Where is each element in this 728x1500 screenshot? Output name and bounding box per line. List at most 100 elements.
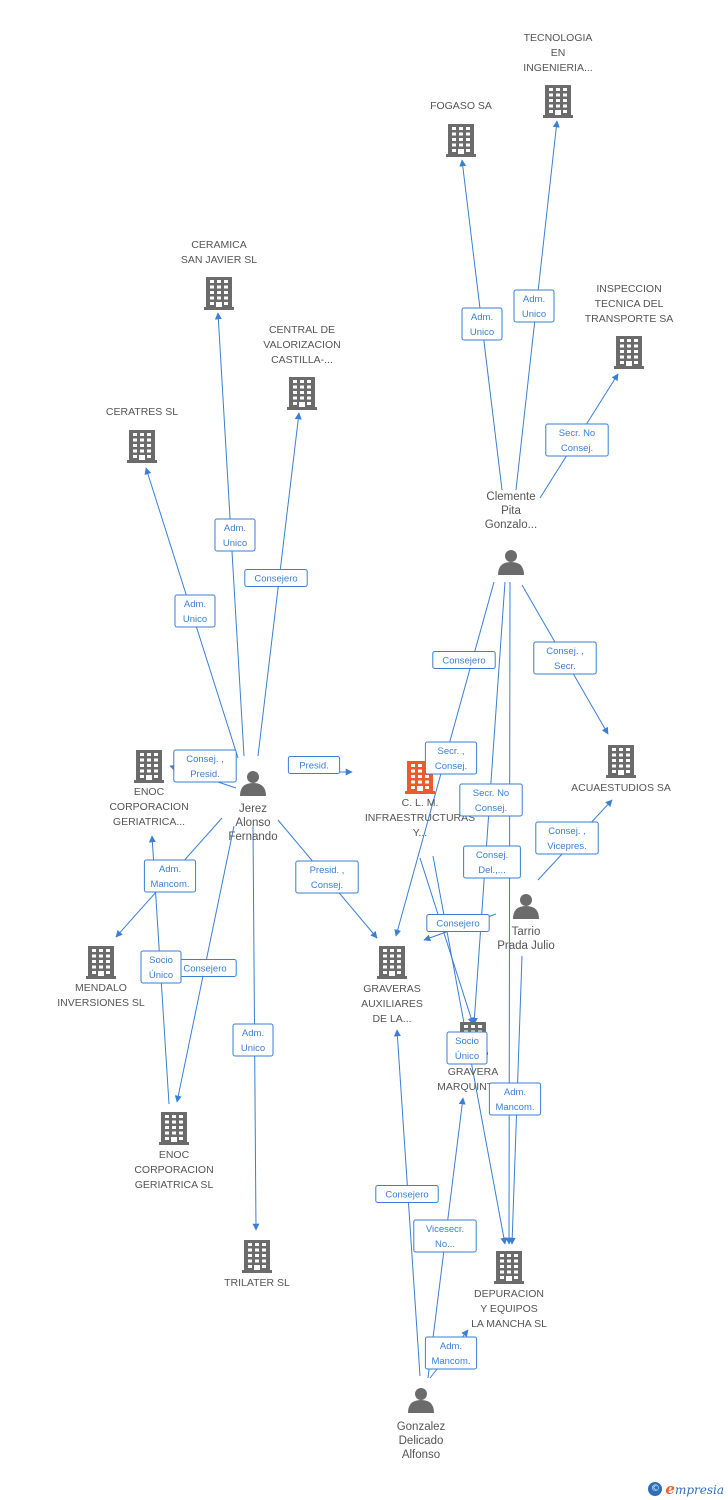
node-central[interactable]: CENTRAL DEVALORIZACIONCASTILLA-... [263,324,341,410]
node-trilater[interactable]: TRILATER SL [224,1240,290,1289]
edge-label-text: Consejero [183,964,226,975]
building-icon [86,946,116,979]
edge-label-box [535,821,599,855]
node-label-tarrio: Tarrio [512,926,541,938]
node-label-enoc1: GERIATRICA... [113,816,185,828]
node-label-enoc1: ENOC [134,786,165,798]
edge-label-jerez-ceramica[interactable]: Adm.Unico [214,518,256,552]
brand-logo[interactable]: empresia [665,1480,724,1498]
edge-label-clemente-graveras[interactable]: Consejero [432,651,496,669]
node-label-ceratres: CERATRES SL [106,406,178,418]
edge-label-text: Consej. [311,880,343,891]
edge-label-text: Unico [241,1043,265,1054]
brand-logo-rest: mpresia [674,1483,724,1497]
node-label-mendalo: MENDALO [75,982,127,994]
building-icon [606,745,636,778]
node-label-enoc2: CORPORACION [134,1164,213,1176]
node-tecnologia[interactable]: TECNOLOGIAENINGENIERIA... [523,32,593,118]
building-icon [446,124,476,157]
edge-label-box [214,518,256,552]
edge-label-text: Unico [183,614,207,625]
building-icon [127,430,157,463]
node-label-gonzalez: Alfonso [402,1449,440,1461]
node-label-clm: Y... [413,827,427,839]
building-icon [159,1112,189,1145]
edge-label-text: Consejero [385,1190,428,1201]
node-label-enoc1: CORPORACION [109,801,188,813]
edge-label-text: Consej. , [186,754,224,765]
edge-label-clm-depuracion[interactable]: Consej.Del.,... [463,845,521,879]
node-label-depuracion: Y EQUIPOS [480,1303,538,1315]
edge-label-text: Consej. [475,803,507,814]
node-clemente[interactable]: ClementePitaGonzalo... [485,491,537,575]
edge-label-tarrio-depuracion[interactable]: Adm. Mancom. [488,1082,542,1116]
edge-label-gonzalez-graveras[interactable]: Consejero [375,1185,439,1203]
node-depuracion[interactable]: DEPURACION Y EQUIPOS LA MANCHA SL [471,1251,547,1330]
person-icon [408,1388,434,1413]
node-label-depuracion: LA MANCHA SL [471,1318,547,1330]
edge-label-box [375,1185,439,1203]
edge-label-jerez-clm[interactable]: Presid. [287,756,341,774]
building-icon [377,946,407,979]
edge-label-text: Presid. , [310,865,345,876]
node-label-gravera: GRAVERA [448,1066,499,1078]
edge-label-text: Adm. [504,1087,526,1098]
edge-label-tarrio-acuaestudios[interactable]: Consej. ,Vicepres. [535,821,599,855]
edge-label-gonzalez-depuracion[interactable]: Adm.Mancom. [424,1336,478,1370]
edge-label-text: Mancom. [495,1102,534,1113]
edge-label-clemente-acuaestudios[interactable]: Consej. ,Secr. [533,641,597,675]
edge-label-text: Adm. [523,294,545,305]
edge-label-clemente-tecnologia[interactable]: Adm.Unico [513,289,555,323]
node-clm[interactable]: C. L. M.INFRAESTRUCTURASY... [365,761,475,839]
node-label-graveras: AUXILIARES [361,998,423,1010]
edge-label-jerez-mendalo[interactable]: Adm.Mancom. [143,859,197,893]
edge-label-tarrio-graveras[interactable]: Consejero [426,914,490,932]
building-icon [287,377,317,410]
node-ceratres[interactable]: CERATRES SL [106,406,178,463]
edge-label-box [424,1336,478,1370]
node-label-enoc2: GERIATRICA SL [135,1179,214,1191]
edge-label-jerez-central[interactable]: Consejero [244,569,308,587]
edge-line-clemente-depuracion [505,581,513,1245]
edge-label-text: Consejero [442,656,485,667]
footer-brand[interactable]: © empresia [648,1480,724,1498]
edge-label-text: Consej. [561,443,593,454]
edge-label-gonzalez-gravera[interactable]: Vicesecr.No... [413,1219,477,1253]
node-enoc1[interactable]: ENOC CORPORACION GERIATRICA... [109,750,189,828]
edge-label-jerez-trilater[interactable]: Adm.Unico [232,1023,274,1057]
node-label-ceramica: CERAMICA [191,239,246,251]
building-icon [494,1251,524,1284]
edge-label-jerez-enoc1[interactable]: Consej. ,Presid. [173,749,237,783]
node-label-tarrio: Prada Julio [497,940,555,952]
edge-label-box [488,1082,542,1116]
edge-label-text: Consejero [254,574,297,585]
edge-label-jerez-graveras[interactable]: Presid. , Consej. [295,860,359,894]
node-label-depuracion: DEPURACION [474,1288,544,1300]
node-label-clm: C. L. M. [402,797,439,809]
edge-label-text: Del.,... [478,865,505,876]
node-label-inspeccion: INSPECCION [596,283,661,295]
node-acuaestudios[interactable]: ACUAESTUDIOS SA [571,745,671,794]
edge-label-jerez-ceratres[interactable]: Adm.Unico [174,594,216,628]
edge-label-text: Unico [223,538,247,549]
edge-label-clemente-gravera[interactable]: Secr. ,Consej. [424,741,478,775]
node-label-gonzalez: Gonzalez [397,1421,446,1433]
building-icon [242,1240,272,1273]
edge-label-text: No... [435,1239,455,1250]
edge-label-clemente-fogaso[interactable]: Adm.Unico [461,307,503,341]
node-fogaso[interactable]: FOGASO SA [430,100,492,157]
edge-label-jerez-enoc2[interactable]: Consejero [173,959,237,977]
